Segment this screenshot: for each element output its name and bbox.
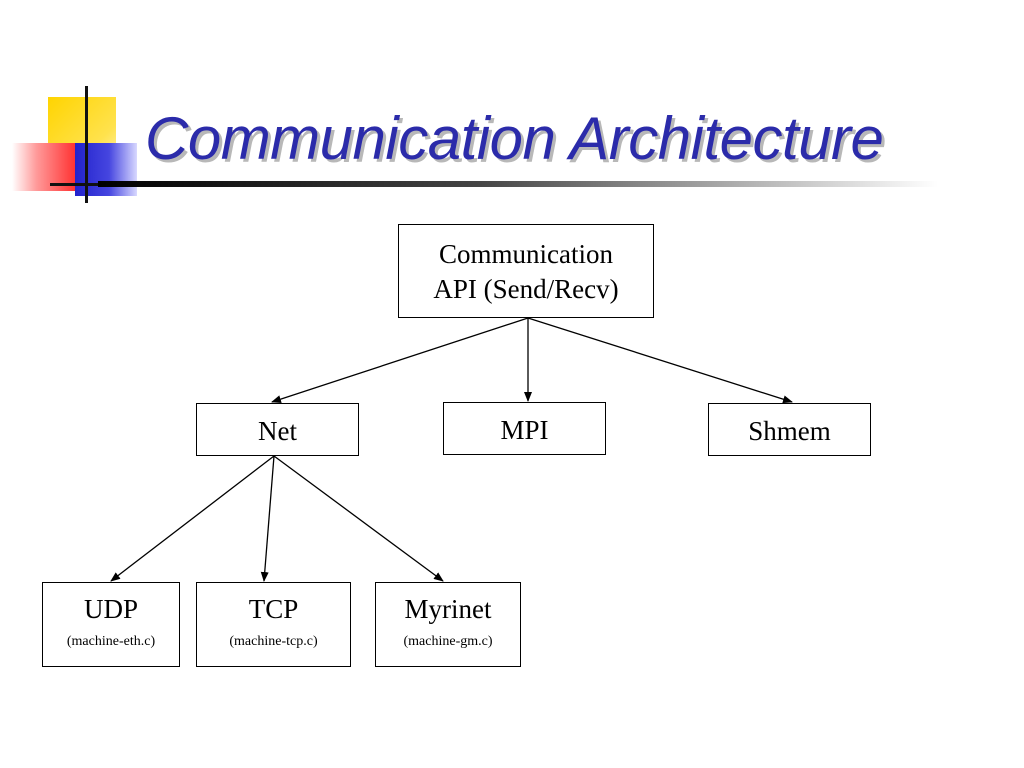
node-udp-file: (machine-eth.c): [66, 634, 156, 649]
slide-logo-decoration: [0, 0, 160, 210]
title-underline: [98, 181, 938, 187]
edge-net-tcp: [260, 455, 275, 582]
slide-title: Communication Architecture: [145, 105, 884, 172]
node-tcp-label: TCP: [248, 594, 299, 624]
node-myrinet: Myrinet (machine-gm.c): [375, 582, 521, 667]
node-net-label: Net: [258, 416, 297, 446]
edge-api-shmem: [527, 317, 793, 404]
node-tcp: TCP (machine-tcp.c): [196, 582, 351, 667]
edge-net-udp: [110, 455, 275, 582]
edge-net-myrinet: [273, 455, 444, 582]
node-mpi: MPI: [443, 402, 606, 455]
logo-vertical-line: [85, 86, 88, 203]
node-communication-api: Communication API (Send/Recv): [398, 224, 654, 318]
node-tcp-file: (machine-tcp.c): [229, 634, 318, 649]
node-myrinet-label: Myrinet: [404, 594, 492, 624]
edge-api-net: [271, 317, 529, 403]
node-shmem-label: Shmem: [748, 416, 831, 446]
node-udp: UDP (machine-eth.c): [42, 582, 180, 667]
node-udp-label: UDP: [83, 594, 138, 624]
node-mpi-label: MPI: [500, 415, 549, 445]
node-communication-api-line1: Communication: [439, 239, 613, 269]
node-myrinet-file: (machine-gm.c): [403, 634, 493, 649]
node-communication-api-line2: API (Send/Recv): [433, 274, 619, 304]
node-net: Net: [196, 403, 359, 456]
logo-horizontal-line: [50, 183, 100, 186]
node-shmem: Shmem: [708, 403, 871, 456]
